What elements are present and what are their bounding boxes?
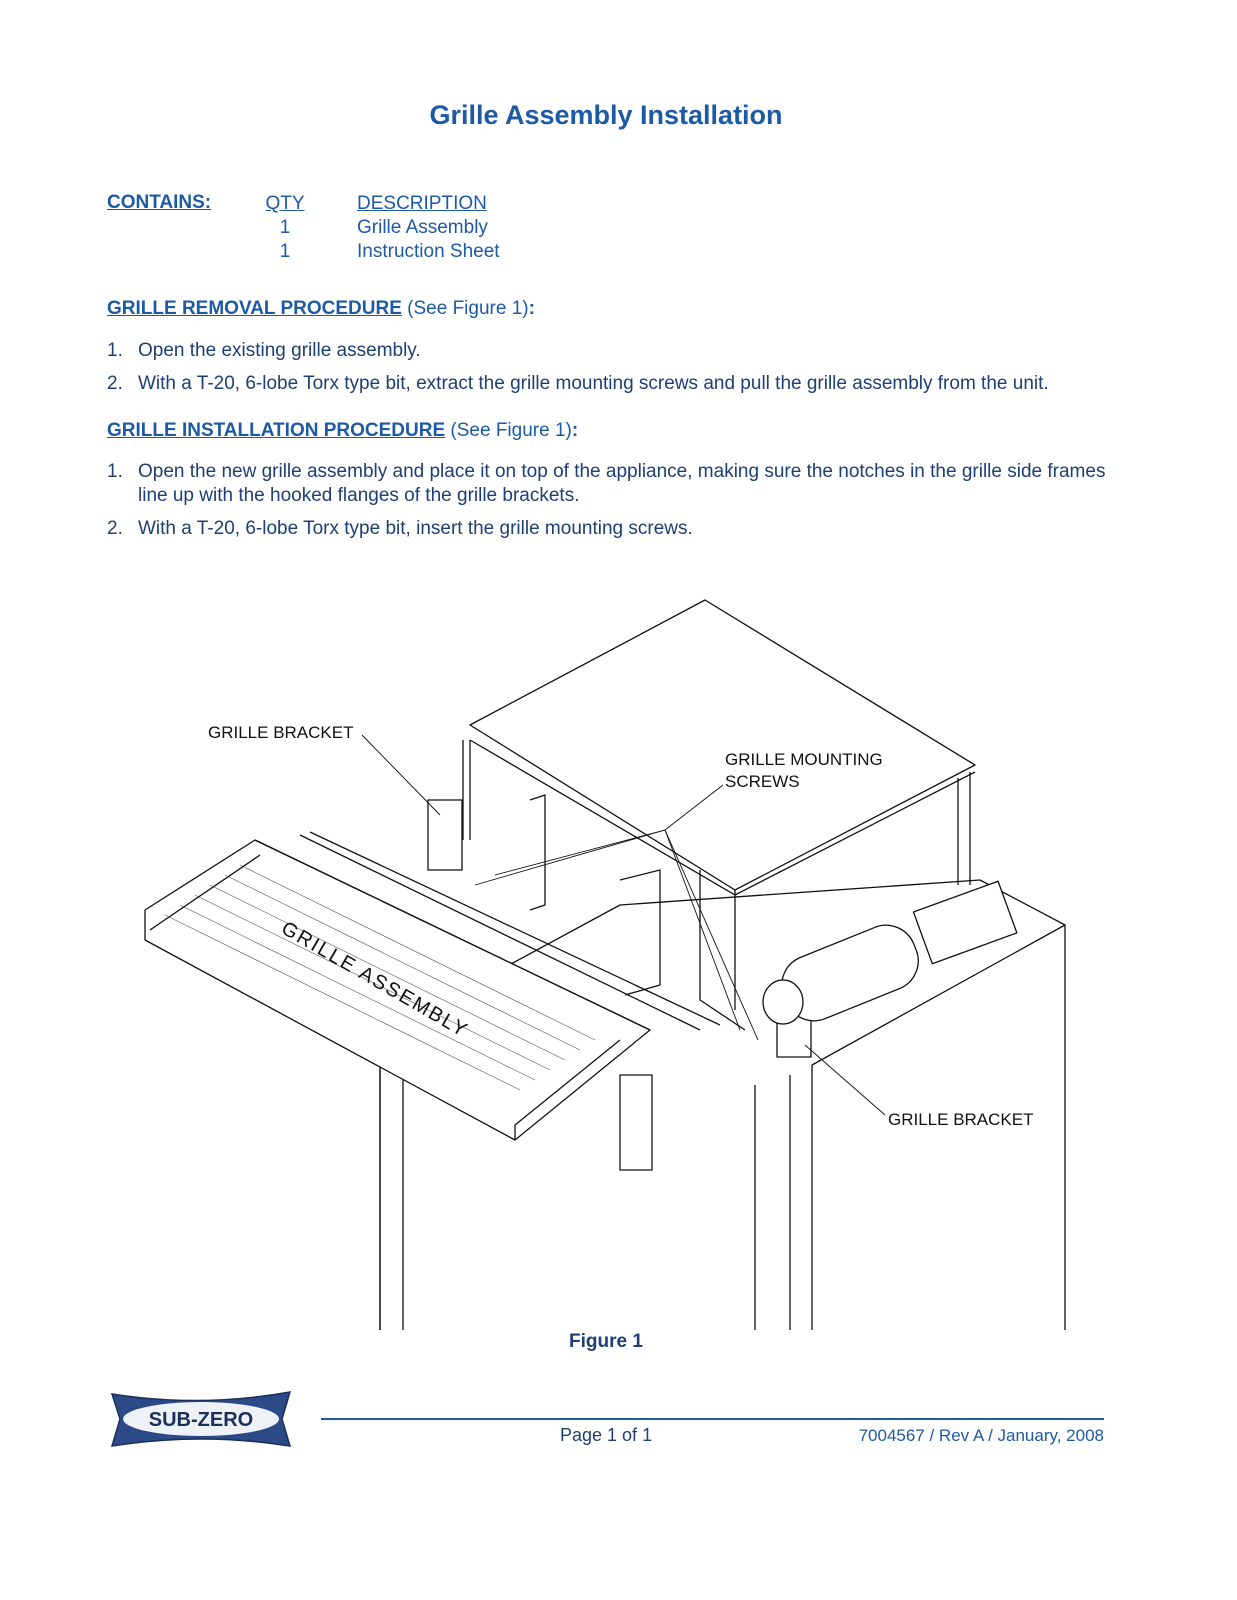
grille-frame-rail (254, 839, 651, 1031)
qty-value: 1 (279, 241, 291, 262)
step-text: Open the new grille assembly and place i… (138, 461, 1106, 506)
grille-frame-rail (309, 831, 721, 1026)
coil-frame (619, 869, 661, 996)
grille-assembly-edge (149, 854, 261, 931)
installation-heading-ref: (See Figure 1) (445, 420, 572, 441)
step-number: 2. (107, 518, 123, 539)
list-item: 1. Open the existing grille assembly. (107, 339, 1117, 363)
removal-heading-colon: : (528, 298, 535, 319)
logo-text: SUB-ZERO (149, 1409, 253, 1431)
grille-bracket-left-plate (427, 799, 463, 871)
control-box (912, 880, 1018, 965)
list-item: 2. With a T-20, 6-lobe Torx type bit, ins… (107, 517, 1117, 541)
qty-header: QTY (265, 193, 305, 214)
step-text: With a T-20, 6-lobe Torx type bit, extra… (138, 373, 1049, 394)
qty-value: 1 (279, 217, 291, 238)
leader-line (474, 829, 666, 886)
removal-heading-title: GRILLE REMOVAL PROCEDURE (107, 298, 402, 319)
step-text: With a T-20, 6-lobe Torx type bit, inser… (138, 518, 693, 539)
installation-figure: GRILLE BRACKET GRILLE MOUNTING SCREWS GR… (144, 599, 1066, 1330)
grille-bracket-label: GRILLE BRACKET (888, 1110, 1034, 1129)
step-number: 1. (107, 461, 123, 482)
leader-line (494, 829, 666, 876)
list-item: 2. With a T-20, 6-lobe Torx type bit, ext… (107, 372, 1117, 396)
step-number: 1. (107, 340, 123, 361)
removal-heading: GRILLE REMOVAL PROCEDURE (See Figure 1): (107, 298, 535, 320)
grille-slat (239, 864, 596, 1041)
coil-frame (699, 870, 746, 1031)
list-item: 1. Open the new grille assembly and place… (107, 460, 1117, 508)
grille-slat (164, 914, 521, 1091)
leader-line (664, 829, 759, 1041)
cabinet-top-edge (734, 771, 976, 896)
grille-slat (179, 904, 536, 1081)
footer-divider (321, 1418, 1104, 1420)
compressor-end (762, 979, 804, 1025)
sub-zero-logo: SUB-ZERO (110, 1391, 292, 1447)
grille-assembly-edge (514, 1039, 621, 1140)
step-text: Open the existing grille assembly. (138, 340, 421, 361)
document-id: 7004567 / Rev A / January, 2008 (858, 1426, 1104, 1445)
grille-bracket-lower-plate (619, 1074, 653, 1171)
grille-slat (224, 874, 581, 1051)
installation-steps: 1. Open the new grille assembly and place… (107, 460, 1117, 550)
description-header: DESCRIPTION (357, 193, 487, 214)
mounting-screws-label: GRILLE MOUNTING (725, 750, 883, 769)
leader-line (804, 1044, 886, 1116)
installation-heading: GRILLE INSTALLATION PROCEDURE (See Figur… (107, 420, 578, 442)
figure-caption: Figure 1 (569, 1331, 643, 1352)
contains-label: CONTAINS: (107, 192, 212, 213)
installation-heading-colon: : (571, 420, 579, 441)
removal-steps: 1. Open the existing grille assembly. 2. W… (107, 339, 1117, 405)
installation-heading-title: GRILLE INSTALLATION PROCEDURE (107, 420, 446, 441)
grille-slat (194, 894, 551, 1071)
grille-frame-rail (299, 834, 701, 1031)
page-number: Page 1 of 1 (560, 1425, 653, 1445)
removal-heading-ref: (See Figure 1) (401, 298, 529, 319)
cabinet-edge (811, 924, 1066, 1066)
grille-slat (209, 884, 566, 1061)
page-title: Grille Assembly Installation (429, 100, 783, 130)
coil-frame (529, 794, 546, 911)
grille-bracket-label: GRILLE BRACKET (208, 723, 354, 742)
mounting-screws-label: SCREWS (725, 772, 800, 791)
qty-column: QTY 1 1 (262, 192, 308, 264)
description-column: DESCRIPTION Grille Assembly Instruction … (357, 192, 500, 264)
leader-line (361, 734, 441, 816)
description-value: Instruction Sheet (357, 241, 500, 262)
step-number: 2. (107, 373, 123, 394)
leader-line (664, 784, 724, 831)
description-value: Grille Assembly (357, 217, 488, 238)
cabinet-top-face (469, 599, 976, 891)
cabinet-top-edge (469, 739, 736, 896)
leader-line (664, 829, 741, 1031)
